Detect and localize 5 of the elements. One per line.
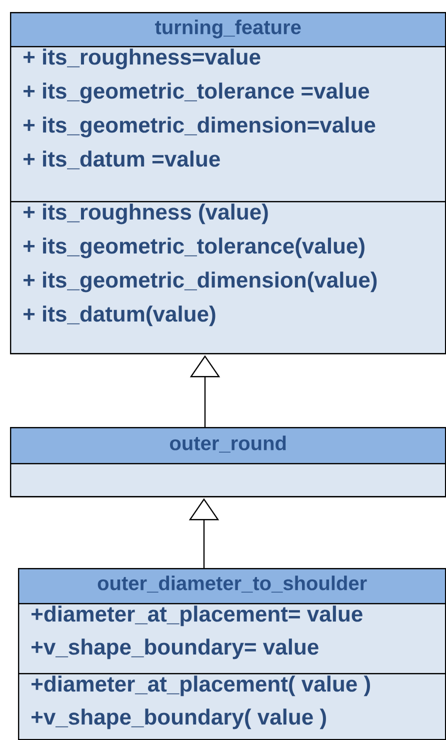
member-list: +diameter_at_placement( value ) +v_shape_boundary( value ) (18, 673, 446, 740)
member-list: + its_roughness=value + its_geometric_tolerance =value + its_geometric_dimension=value + its_datum =value (10, 46, 446, 202)
empty-compartment (10, 463, 446, 498)
member-list: + its_roughness (value) + its_geometric_tolerance(value) + its_geometric_dimension(value) + its_datum(value) (10, 201, 446, 354)
member-list: +diameter_at_placement= value +v_shape_boundary= value (18, 603, 446, 674)
